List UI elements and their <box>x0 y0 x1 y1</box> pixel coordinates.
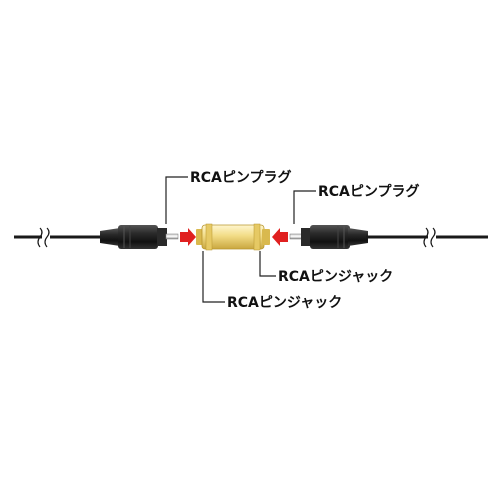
rca-jack-adapter <box>196 223 270 251</box>
right-cable <box>366 227 488 248</box>
leader-jack-left <box>202 251 225 303</box>
cable-break-icon <box>37 227 43 248</box>
label-jack-left: RCAピンジャック <box>227 295 342 311</box>
left-insert-arrow-icon <box>180 228 196 246</box>
leader-jack-right <box>259 251 276 277</box>
left-cable <box>14 227 102 248</box>
leader-right-plug <box>293 190 316 224</box>
leader-left-plug <box>165 176 188 224</box>
label-jack-right: RCAピンジャック <box>278 269 393 285</box>
cable-break-icon <box>423 227 429 248</box>
right-rca-plug <box>289 225 368 249</box>
leader-lines <box>165 176 316 303</box>
label-left-plug: RCAピンプラグ <box>190 169 291 186</box>
left-rca-plug <box>100 225 179 249</box>
label-right-plug: RCAピンプラグ <box>318 183 419 200</box>
right-insert-arrow-icon <box>272 228 288 246</box>
